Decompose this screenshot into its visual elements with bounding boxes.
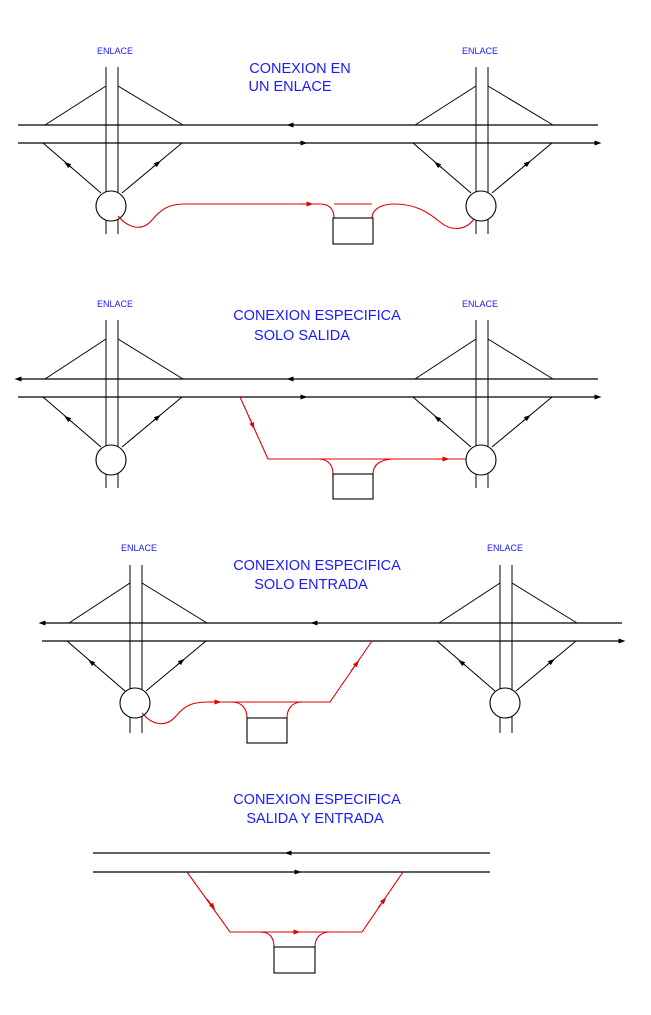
panel-1-connection (117, 201, 475, 245)
panel-2-roundabout-right (465, 444, 497, 476)
panel-3-service-area (246, 717, 288, 744)
panel-4-highway (93, 850, 490, 875)
panel-3-highway (38, 620, 626, 644)
panel-2-interchange-right-label: ENLACE (462, 299, 498, 309)
panel-4-service-area (273, 946, 316, 974)
panel-1-interchange-left-label: ENLACE (97, 46, 133, 56)
panel-2-roundabout-left (95, 444, 127, 476)
panel-solo-entrada: CONEXION ESPECIFICA SOLO ENTRADA ENLACE … (38, 543, 626, 744)
panel-3-interchange-right (436, 565, 578, 733)
panel-1-title-line-1: CONEXION EN (249, 61, 351, 77)
panel-3-roundabout-right (489, 687, 521, 719)
panel-3-connection (141, 640, 373, 744)
panel-1-roundabout-left (95, 190, 127, 222)
panel-2-title-line-2: SOLO SALIDA (254, 328, 350, 344)
panel-2-interchange-right (412, 320, 554, 488)
panel-1-service-area (332, 217, 374, 245)
panel-1-highway (18, 122, 602, 146)
panel-3-title-line-1: CONEXION ESPECIFICA (233, 558, 401, 574)
panel-4-title-line-2: SALIDA Y ENTRADA (246, 811, 384, 827)
panel-4-connection (186, 871, 404, 974)
panel-2-interchange-left (42, 320, 184, 488)
panel-2-interchange-left-label: ENLACE (97, 299, 133, 309)
panel-4-title-line-1: CONEXION ESPECIFICA (233, 792, 401, 808)
panel-2-title-line-1: CONEXION ESPECIFICA (233, 308, 401, 324)
panel-solo-salida: CONEXION ESPECIFICA SOLO SALIDA ENLACE E… (14, 299, 602, 500)
panel-2-highway (14, 376, 602, 400)
panel-1-interchange-right (412, 67, 554, 234)
panel-3-roundabout-left (119, 687, 151, 719)
panel-1-interchange-left (42, 67, 184, 234)
panel-3-interchange-left (66, 565, 208, 733)
panel-un-enlace: CONEXION EN UN ENLACE ENLACE ENLACE (18, 46, 602, 245)
panel-2-connection (239, 396, 466, 500)
panel-1-roundabout-right (465, 190, 497, 222)
panel-3-title-line-2: SOLO ENTRADA (254, 577, 368, 593)
panel-3-interchange-right-label: ENLACE (487, 543, 523, 553)
panel-1-title-line-2: UN ENLACE (249, 79, 332, 95)
panel-2-service-area (332, 473, 374, 500)
panel-salida-entrada: CONEXION ESPECIFICA SALIDA Y ENTRADA (93, 792, 490, 974)
panel-3-interchange-left-label: ENLACE (121, 543, 157, 553)
panel-1-interchange-right-label: ENLACE (462, 46, 498, 56)
